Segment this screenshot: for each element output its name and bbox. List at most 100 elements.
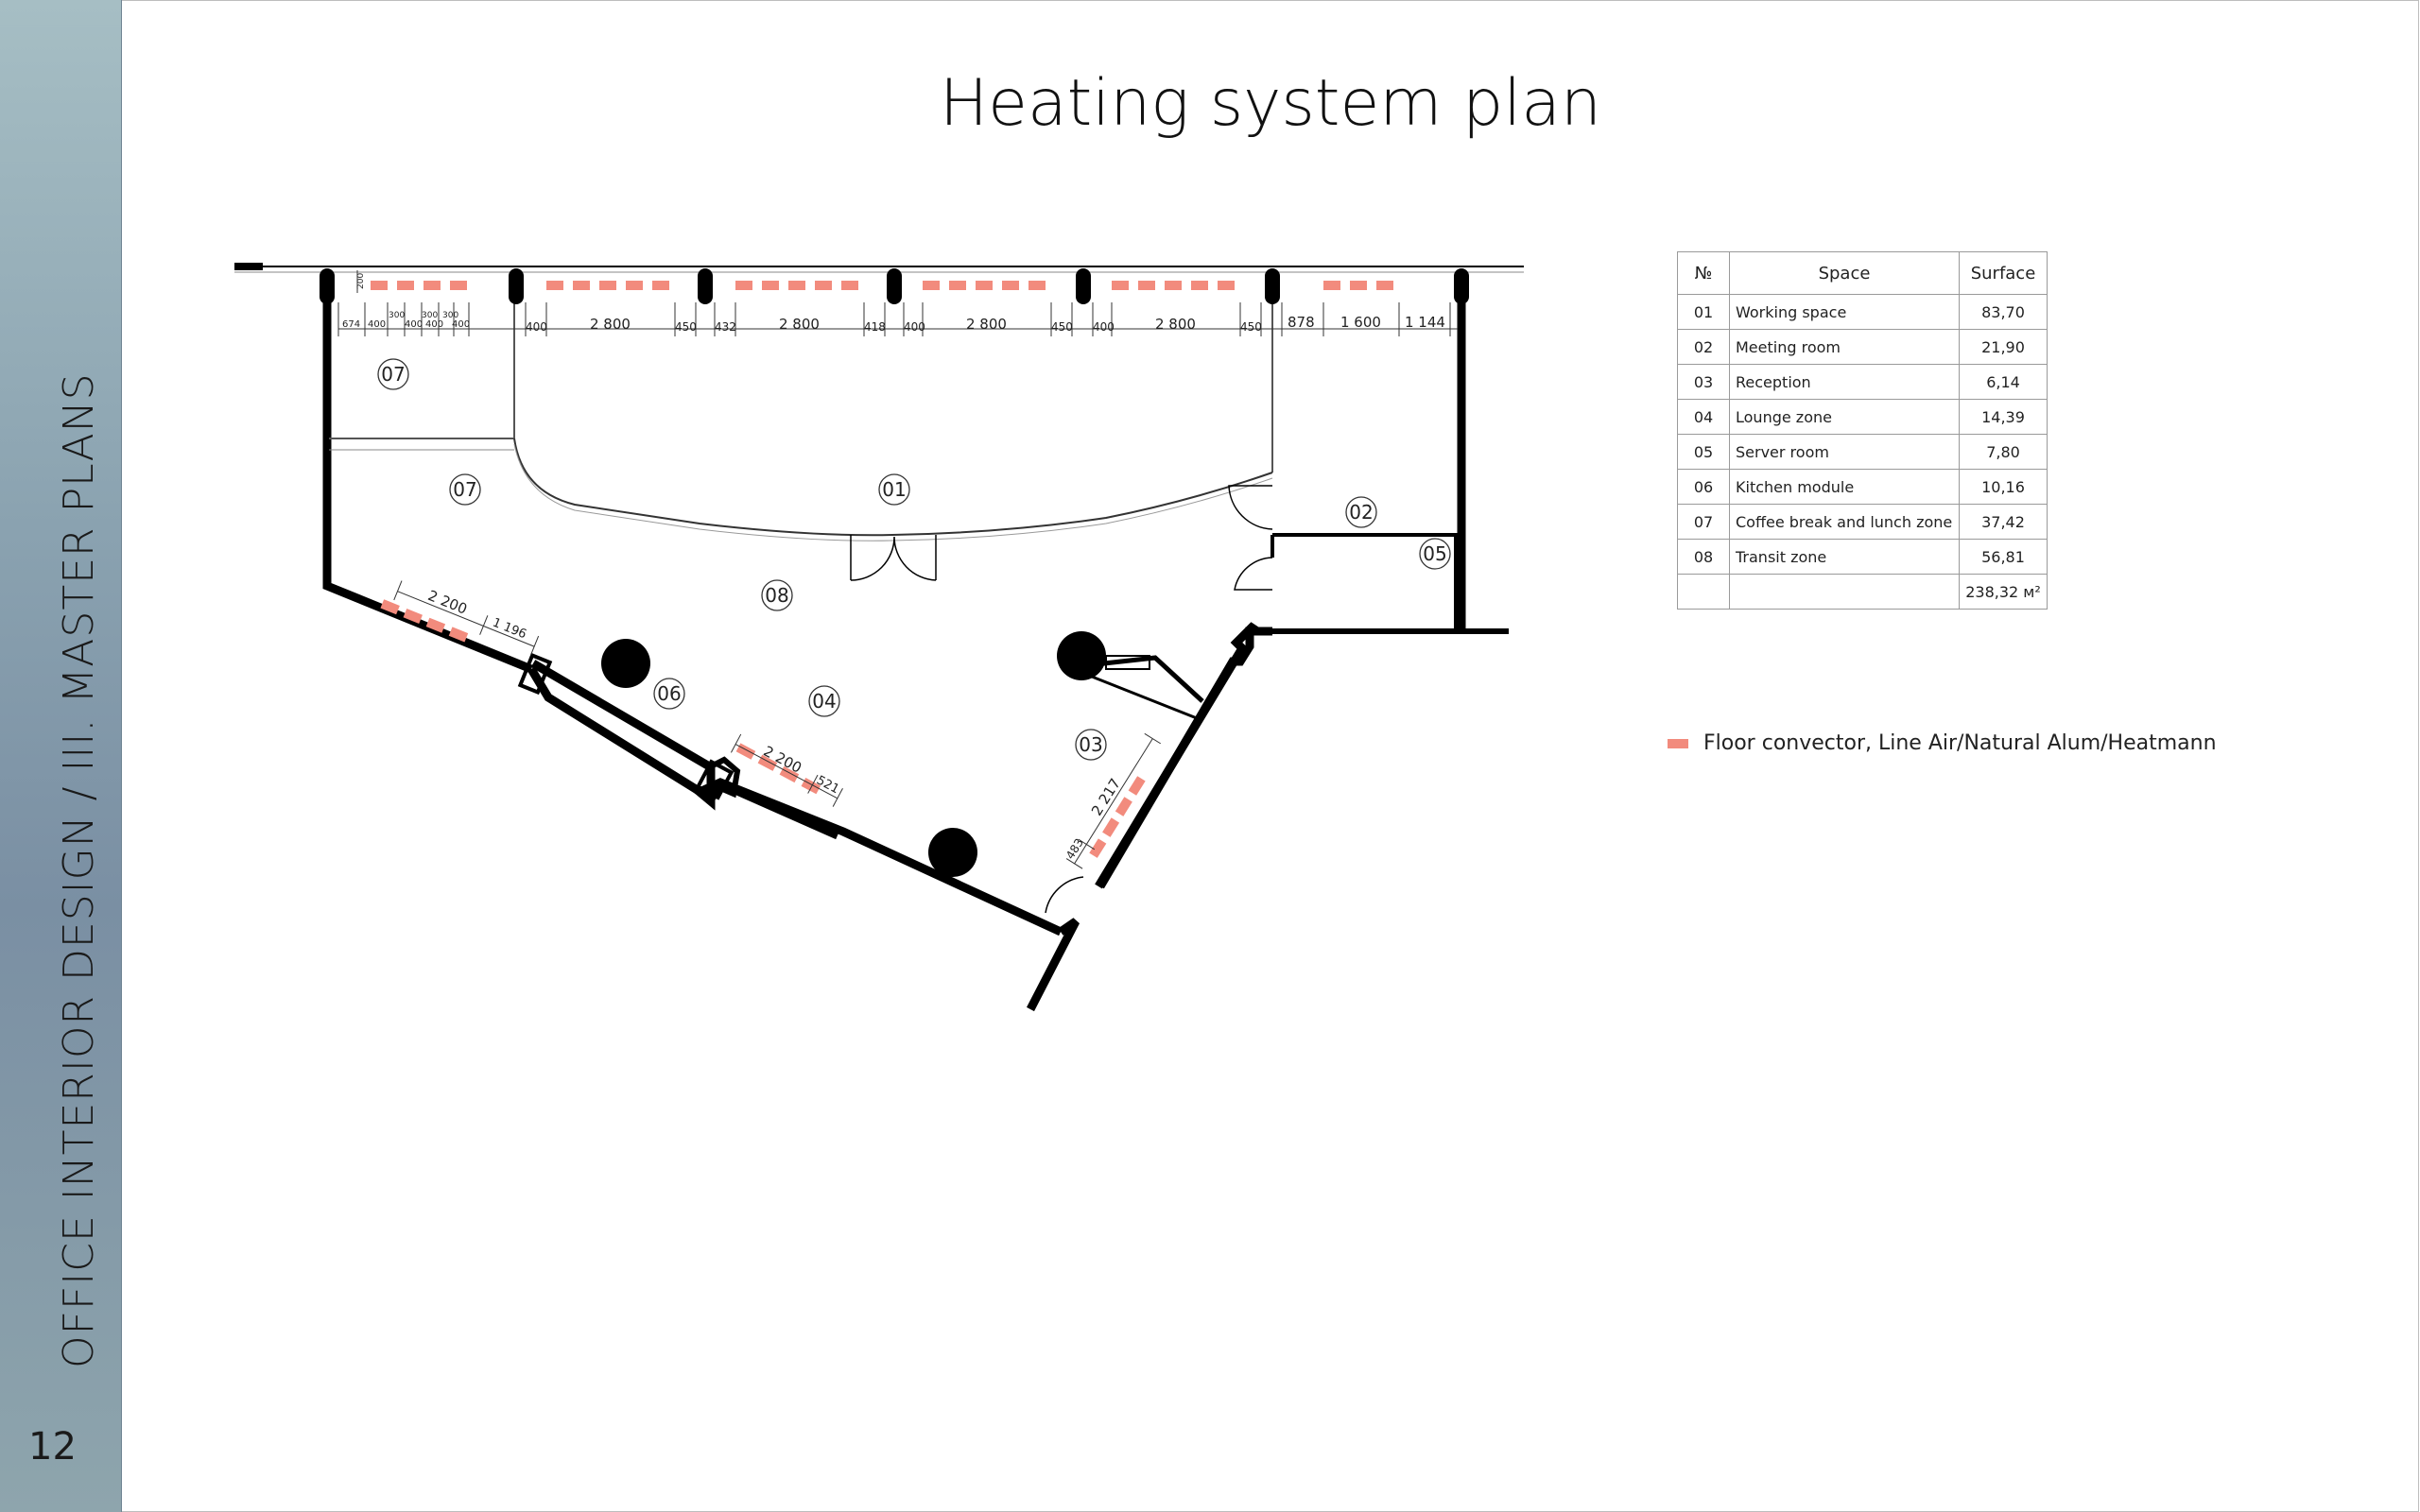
facade-column — [320, 268, 335, 304]
room-label: 08 — [761, 579, 793, 611]
dim-top: 878 — [1288, 314, 1315, 331]
dim-top-vertical: 200 — [356, 273, 366, 289]
dim-top: 2 800 — [779, 316, 820, 333]
sidebar: OFFICE INTERIOR DESIGN / III. MASTER PLA… — [0, 0, 122, 1512]
dim-top: 450 — [1051, 320, 1073, 334]
svg-text:06: 06 — [657, 682, 681, 705]
dim-top: 1 600 — [1340, 314, 1381, 331]
south-stub — [1027, 918, 1080, 1012]
plan-lines — [234, 263, 1524, 1012]
reception-partition-b — [1086, 673, 1198, 720]
curved-glass-wall — [513, 438, 1273, 537]
facade-column — [509, 268, 524, 304]
legend: Floor convector, Line Air/Natural Alum/H… — [1668, 731, 2217, 755]
room-labels: 07 07 01 02 05 08 06 04 03 — [377, 358, 1451, 761]
dim-top: 2 800 — [1155, 316, 1196, 333]
room-label: 04 — [808, 685, 840, 717]
svg-text:07: 07 — [381, 363, 405, 386]
curved-glass-wall-inner — [513, 443, 1273, 541]
room-label: 07 — [377, 358, 409, 390]
svg-text:01: 01 — [882, 478, 906, 501]
floor-convectors — [371, 281, 1393, 858]
dimension-labels-top: 674 400 300 400 300 400 300 400 400 2 80… — [342, 273, 1445, 334]
double-door — [850, 535, 937, 581]
south-wall — [530, 660, 1063, 936]
facade-column — [1454, 268, 1469, 304]
svg-text:07: 07 — [453, 478, 476, 501]
header-surface: Surface — [1959, 251, 2048, 295]
dim-top: 674 — [342, 319, 360, 330]
total-surface: 238,32 м² — [1959, 574, 2048, 610]
convector-row-top — [371, 281, 1393, 290]
room-label: 03 — [1075, 729, 1107, 761]
dimension-east: 483 2 217 — [1063, 732, 1162, 869]
dim-top: 1 144 — [1405, 314, 1445, 331]
reception-partition — [1086, 655, 1204, 703]
facade-end — [234, 263, 263, 270]
dim-top: 432 — [715, 320, 736, 334]
room-label: 01 — [878, 473, 910, 506]
columns — [320, 268, 1469, 877]
dim-top: 300 — [389, 311, 405, 320]
dim-top: 418 — [864, 320, 886, 334]
header-number: № — [1677, 251, 1730, 295]
table-header-row: № Space Surface — [1677, 251, 2048, 295]
svg-text:03: 03 — [1079, 733, 1102, 756]
dim-top: 300 — [442, 311, 458, 320]
dim-top: 450 — [675, 320, 697, 334]
convector-row-east — [1089, 776, 1146, 858]
facade-column — [1265, 268, 1280, 304]
dimension-chain-top — [337, 270, 1458, 336]
page-title: Heating system plan — [940, 66, 1601, 141]
dim-west-length: 2 200 — [425, 587, 470, 618]
dim-top: 300 — [422, 311, 438, 320]
dim-top: 2 800 — [966, 316, 1007, 333]
dim-top: 400 — [1093, 320, 1115, 334]
reception-desk — [1105, 655, 1150, 670]
facade-column — [698, 268, 713, 304]
door-meeting — [1228, 485, 1273, 530]
dim-top: 2 800 — [590, 316, 631, 333]
header-space: Space — [1729, 251, 1960, 295]
dim-west-offset: 1 196 — [491, 616, 528, 643]
floor-plan: 674 400 300 400 300 400 300 400 400 2 80… — [234, 263, 1524, 1012]
dim-top: 400 — [368, 319, 386, 330]
room-label: 05 — [1419, 538, 1451, 570]
svg-text:05: 05 — [1423, 542, 1446, 565]
dim-top: 400 — [526, 320, 547, 334]
shaft-west — [517, 652, 553, 696]
room-label: 02 — [1345, 496, 1377, 528]
outer-wall-west — [322, 284, 533, 674]
room-label: 06 — [653, 678, 685, 710]
table-total-row: 238,32 м² — [1677, 574, 2048, 610]
dim-top: 400 — [904, 320, 925, 334]
door-south — [1045, 876, 1084, 914]
convector-swatch-icon — [1668, 738, 1688, 748]
facade-column — [887, 268, 902, 304]
dim-top: 400 — [452, 319, 470, 330]
convector-row-west — [380, 599, 469, 643]
room-label: 07 — [449, 473, 481, 506]
legend-label: Floor convector, Line Air/Natural Alum/H… — [1703, 731, 2217, 755]
round-column — [928, 828, 977, 877]
shaft-south — [695, 759, 735, 800]
svg-text:08: 08 — [765, 584, 788, 607]
dim-top: 400 — [425, 319, 443, 330]
round-column — [601, 639, 650, 688]
page-number: 12 — [28, 1425, 77, 1469]
south-notch — [707, 756, 741, 799]
svg-text:04: 04 — [812, 690, 836, 713]
dim-top: 400 — [405, 319, 423, 330]
facade-column — [1076, 268, 1091, 304]
svg-text:02: 02 — [1349, 501, 1373, 524]
dim-top: 450 — [1240, 320, 1262, 334]
